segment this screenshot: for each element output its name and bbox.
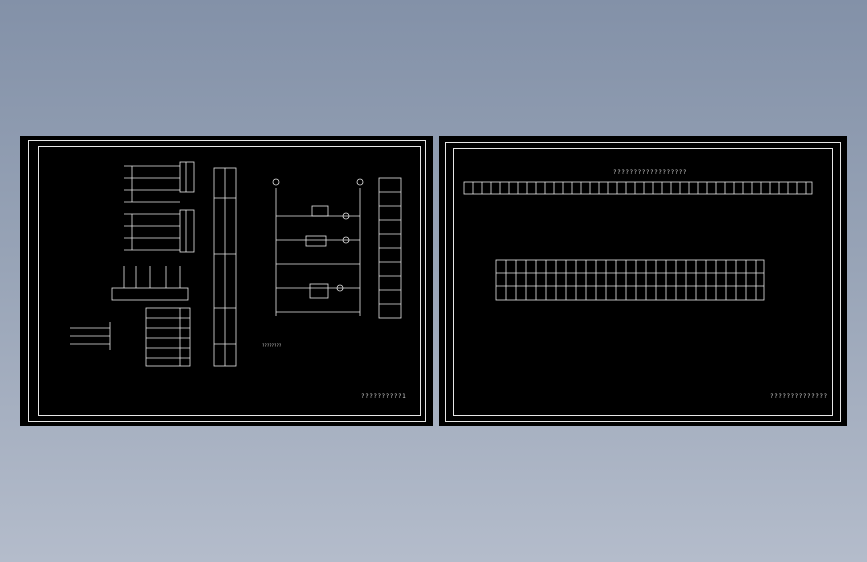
wiring-schematic-left xyxy=(70,161,402,367)
drawing-note-left: ???????? xyxy=(262,343,282,348)
sheet-border-outer xyxy=(28,140,426,422)
sheet-border-inner xyxy=(453,148,833,416)
sheet-heading-right: ?????????????????? xyxy=(613,169,688,176)
drawing-sheet-right: ?????????????????? ?????????????? xyxy=(439,136,847,426)
title-block-left: ??????????1 xyxy=(361,393,407,400)
drawing-sheet-left: ??????????1 ???????? xyxy=(20,136,433,426)
title-block-right: ?????????????? xyxy=(770,393,828,400)
sheet-border-inner xyxy=(38,146,421,416)
sheet-border-outer xyxy=(445,142,841,422)
terminal-table-right xyxy=(463,181,813,301)
